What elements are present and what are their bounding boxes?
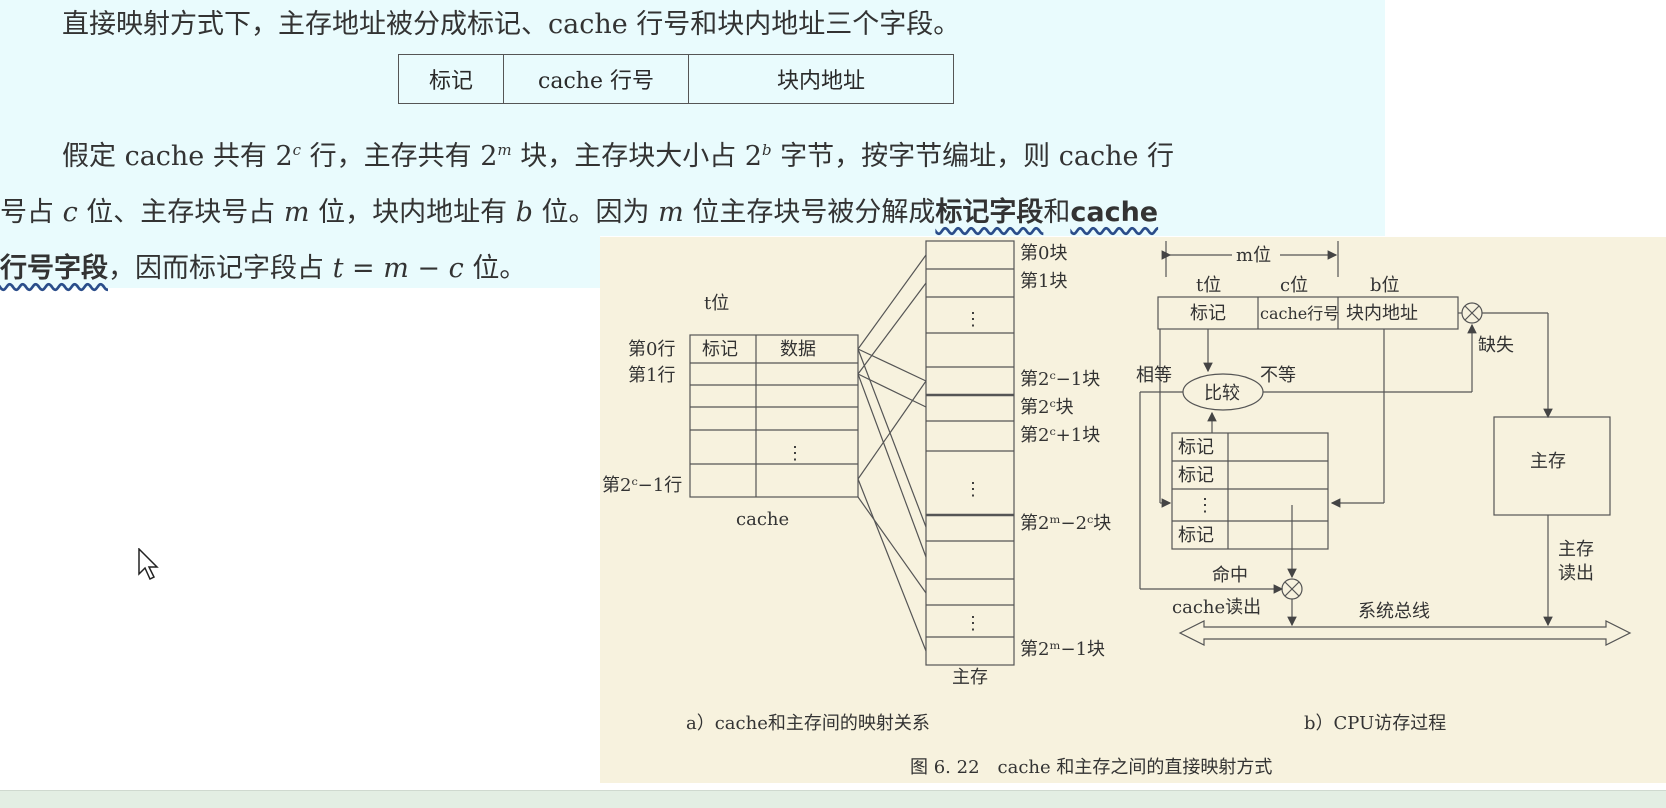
memory-ellipsis-3: ⋮ [964, 613, 982, 634]
mem-read-label-2: 读出 [1558, 563, 1594, 584]
bus-label: 系统总线 [1358, 601, 1430, 622]
block-2c-1: 第2ᶜ−1块 [1020, 369, 1100, 390]
text-background [0, 0, 1385, 236]
cpu-field-offset: 块内地址 [1346, 303, 1418, 324]
not-equal-label: 不等 [1260, 365, 1296, 386]
cache-row-0: 第0行 [628, 339, 675, 360]
highlight-cache: cache [1070, 197, 1159, 228]
cache-row-last: 第2ᶜ−1行 [602, 475, 682, 496]
equal-label: 相等 [1136, 365, 1172, 386]
compare-label: 比较 [1204, 383, 1240, 404]
paragraph-2-line-2: 号占 c 位、主存块号占 m 位，块内地址有 b 位。因为 m 位主存块号被分解… [0, 197, 1159, 228]
hit-label: 命中 [1212, 565, 1248, 586]
cache-caption: cache [736, 509, 789, 530]
cpu-t-label: t位 [1196, 275, 1221, 296]
caption-a: a）cache和主存间的映射关系 [686, 713, 930, 734]
mouse-cursor-icon [138, 548, 159, 581]
block-2c: 第2ᶜ块 [1020, 397, 1074, 418]
cache-header-data: 数据 [780, 339, 816, 360]
tag-row-2: ⋮ [1196, 495, 1214, 516]
highlight-line-field: 行号字段 [0, 253, 108, 284]
cpu-b-label: b位 [1370, 275, 1400, 296]
text-background-lower [0, 236, 600, 288]
paragraph-2-line-1: 假定 cache 共有 2c 行，主存共有 2m 块，主存块大小占 2b 字节，… [62, 141, 1175, 172]
main-memory-label: 主存 [1530, 451, 1566, 472]
cache-t-label: t位 [704, 293, 729, 314]
miss-label: 缺失 [1478, 335, 1514, 356]
field-tag: 标记 [398, 54, 504, 104]
cache-read-label: cache读出 [1172, 597, 1261, 618]
caption-b: b）CPU访存过程 [1304, 713, 1446, 734]
bottom-bar [0, 790, 1666, 808]
memory-ellipsis-1: ⋮ [964, 309, 982, 330]
tag-row-0: 标记 [1178, 437, 1214, 458]
figure-title: 图 6. 22 cache 和主存之间的直接映射方式 [910, 757, 1272, 778]
cpu-c-label: c位 [1280, 275, 1308, 296]
address-fields-table: 标记 cache 行号 块内地址 [398, 54, 954, 104]
highlight-tag-field: 标记字段 [935, 197, 1044, 228]
paragraph-2-line-3: 行号字段，因而标记字段占 t = m − c 位。 [0, 253, 527, 284]
memory-caption: 主存 [952, 667, 988, 688]
figure-direct-mapping: t位 标记 数据 第0行 第1行 第2ᶜ−1行 ⋮ cache ⋮ ⋮ ⋮ 第0… [600, 237, 1666, 783]
cpu-field-tag: 标记 [1190, 303, 1226, 324]
paragraph-1: 直接映射方式下，主存地址被分成标记、cache 行号和块内地址三个字段。 [62, 9, 961, 40]
cache-ellipsis: ⋮ [786, 443, 804, 464]
cpu-field-line: cache行号 [1260, 304, 1339, 323]
field-block-offset: 块内地址 [688, 54, 954, 104]
block-2m-1: 第2ᵐ−1块 [1020, 639, 1105, 660]
cache-header-tag: 标记 [702, 339, 738, 360]
mem-read-label-1: 主存 [1558, 539, 1594, 560]
block-2m-2c: 第2ᵐ−2ᶜ块 [1020, 513, 1111, 534]
field-cache-line: cache 行号 [503, 54, 689, 104]
memory-ellipsis-2: ⋮ [964, 479, 982, 500]
tag-row-3: 标记 [1178, 525, 1214, 546]
tag-row-1: 标记 [1178, 465, 1214, 486]
cpu-m-label: m位 [1236, 245, 1271, 266]
cache-row-1: 第1行 [628, 365, 675, 386]
block-0: 第0块 [1020, 243, 1067, 264]
block-1: 第1块 [1020, 271, 1067, 292]
block-2c+1: 第2ᶜ+1块 [1020, 425, 1100, 446]
